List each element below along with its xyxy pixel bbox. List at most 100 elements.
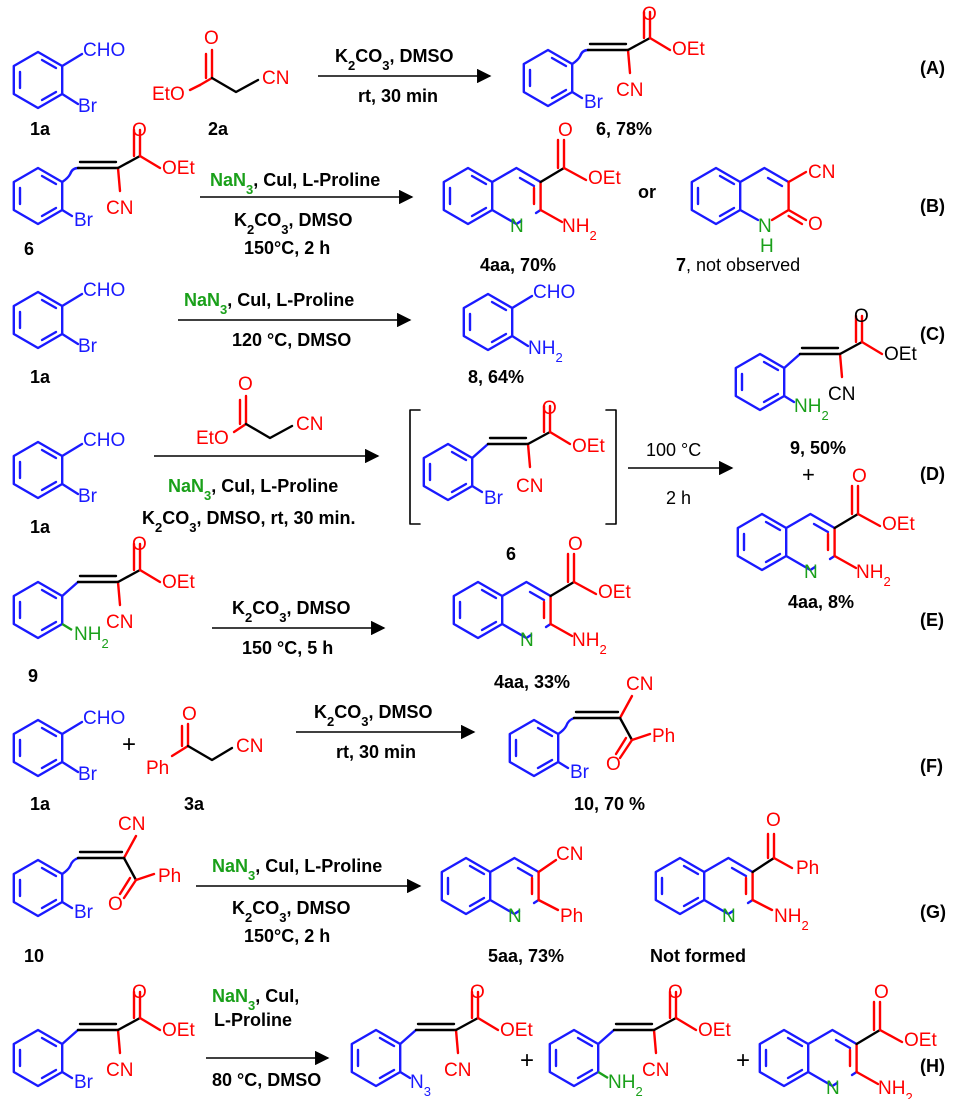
compound-10 — [12, 834, 156, 918]
oet-label: OEt — [500, 1020, 533, 1041]
row-tag-g: (G) — [920, 902, 946, 922]
oet-label: OEt — [882, 514, 915, 535]
o-label: O — [470, 982, 485, 1003]
n-label: N — [520, 630, 534, 651]
compound-2a — [188, 48, 260, 94]
br-label: Br — [74, 1072, 94, 1093]
compound-4aa — [738, 484, 882, 570]
br-label: Br — [74, 902, 94, 923]
bracket-right — [605, 409, 617, 525]
condition-line3: 150°C, 2 h — [244, 238, 330, 258]
compound-label-6: 6 — [24, 239, 34, 259]
condition-line2: NaN3, CuI, L-Proline — [168, 476, 338, 503]
row-a: CHO Br 1a O EtO CN 2a K2CO3, DMSO rt, 30… — [12, 4, 945, 139]
cho-label: CHO — [83, 280, 125, 301]
azide-product — [350, 990, 500, 1088]
eto-label: EtO — [196, 428, 229, 449]
condition-line2: K2CO3, DMSO — [232, 898, 350, 925]
plus-sign: + — [520, 1047, 534, 1074]
n-label: N — [508, 906, 522, 927]
compound-label-6: 6 — [506, 544, 516, 564]
compound-10 — [508, 694, 652, 778]
compound-label-4aa: 4aa, 70% — [480, 255, 556, 275]
nh2-label: NH2 — [528, 338, 563, 365]
or-text: or — [638, 182, 656, 202]
compound-label-10: 10 — [24, 946, 44, 966]
compound-3a — [170, 722, 234, 762]
compound-label-1a: 1a — [30, 119, 51, 139]
o-label: O — [558, 120, 573, 141]
row-b: O OEt CN Br 6 NaN3, CuI, L-Proline K2CO3… — [12, 120, 945, 275]
ph-label: Ph — [652, 726, 675, 747]
compound-1a — [12, 290, 84, 350]
cn-label: CN — [106, 612, 133, 633]
compound-6 — [12, 128, 162, 226]
cho-label: CHO — [83, 430, 125, 451]
cn-label: CN — [296, 414, 323, 435]
ph-label: Ph — [146, 758, 169, 779]
compound-label-9: 9 — [28, 666, 38, 686]
cn-label: CN — [118, 814, 145, 835]
condition-line1: NaN3, CuI, L-Proline — [210, 170, 380, 197]
compound-label-3a: 3a — [184, 794, 205, 814]
eto-label: EtO — [152, 84, 185, 105]
row-tag-e: (E) — [920, 610, 944, 630]
oet-label: OEt — [572, 436, 605, 457]
oet-label: OEt — [598, 582, 631, 603]
condition-line1: K2CO3, DMSO — [232, 598, 350, 625]
cn-label: CN — [444, 1060, 471, 1081]
o-label: O — [238, 374, 253, 395]
cn-label: CN — [828, 384, 855, 405]
oet-label: OEt — [162, 158, 195, 179]
nh2-label: NH2 — [878, 1078, 913, 1099]
br-label: Br — [74, 210, 94, 231]
row-h: O OEt CN Br NaN3, CuI, L-Proline 80 °C, … — [12, 982, 945, 1099]
oet-label: OEt — [588, 168, 621, 189]
compound-label-8: 8, 64% — [468, 367, 524, 387]
condition-line1: K2CO3, DMSO — [314, 702, 432, 729]
cn-label: CN — [106, 1060, 133, 1081]
plus-sign: + — [802, 462, 815, 487]
o-label: O — [132, 534, 147, 555]
compound-7 — [690, 166, 808, 226]
compound-4aa — [444, 138, 588, 224]
compound-label-2a: 2a — [208, 119, 229, 139]
o-label: O — [542, 398, 557, 419]
cn-label: CN — [616, 80, 643, 101]
condition-line1: K2CO3, DMSO — [335, 46, 453, 73]
oet-label: OEt — [904, 1030, 937, 1051]
n-label: N — [826, 1078, 840, 1099]
br-label: Br — [78, 96, 98, 117]
row-tag-d: (D) — [920, 464, 945, 484]
condition-line1: NaN3, CuI, L-Proline — [184, 290, 354, 317]
compound-label-not-formed: Not formed — [650, 946, 746, 966]
condition-line2: K2CO3, DMSO — [234, 210, 352, 237]
row-tag-h: (H) — [920, 1056, 945, 1076]
row-tag-c: (C) — [920, 324, 945, 344]
cho-label: CHO — [83, 708, 125, 729]
condition-line2: L-Proline — [214, 1010, 292, 1030]
n-label: N — [722, 906, 736, 927]
condition-line3: 150°C, 2 h — [244, 926, 330, 946]
row-f: CHO Br 1a + O Ph CN 3a K2CO3, DMSO rt, 3… — [12, 674, 943, 814]
o-label: O — [182, 704, 197, 725]
compound-label-9: 9, 50% — [790, 438, 846, 458]
compound-1a — [12, 50, 84, 110]
cn-label: CN — [106, 198, 133, 219]
cho-label: CHO — [83, 40, 125, 61]
compound-9 — [12, 542, 162, 640]
o-label: O — [642, 4, 657, 25]
ethyl-cyanoacetate — [232, 394, 294, 440]
n-label: N — [804, 562, 818, 583]
oet-label: OEt — [672, 39, 705, 60]
cho-label: CHO — [533, 282, 575, 303]
nh2-label: NH2 — [794, 396, 829, 423]
n3-label: N3 — [410, 1072, 431, 1099]
row-tag-a: (A) — [920, 58, 945, 78]
o-label: O — [668, 982, 683, 1003]
cn-label: CN — [516, 476, 543, 497]
compound-label-1a: 1a — [30, 517, 51, 537]
intermediate-6 — [422, 404, 572, 502]
condition-line2: 150 °C, 5 h — [242, 638, 333, 658]
starting-material-h — [12, 990, 162, 1088]
